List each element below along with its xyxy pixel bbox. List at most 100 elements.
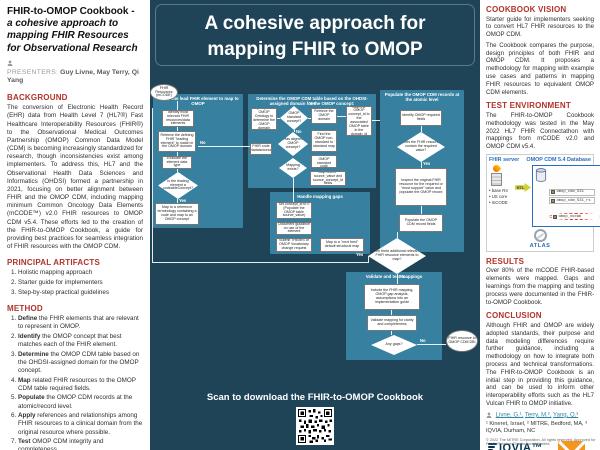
affiliations: ¹ Kineret, Israel, ² MITRE, Bedford, MA,… [486,421,588,435]
poster-header: A cohesive approach for mapping FHIR to … [155,4,475,66]
fhir-server-item: base R4 [489,188,515,194]
flow-node: Retrieve the OMOP domain [311,108,337,124]
flow-node: Inspect the original FHIR resource for t… [395,168,447,206]
flow-connector [308,118,311,119]
database-icon [535,168,547,182]
fhir-flame-icon [491,163,502,174]
flow-connector [294,130,295,132]
flow-connector [421,162,422,168]
artifacts-heading: PRINCIPAL ARTIFACTS [7,258,100,268]
poster-title-main: FHIR-to-OMOP Cookbook - [7,6,135,17]
person-icon [7,60,13,66]
left-column: FHIR-to-OMOP Cookbook - a cohesive appro… [0,0,150,450]
test-env-body: The FHIR-to-OMOP Cookbook methodology wa… [486,111,594,151]
flow-connector [293,178,294,202]
method-heading: METHOD [7,303,43,313]
artifact-item: Holistic mapping approach [18,269,143,277]
vocab-highlight: omop_vocab [549,213,600,221]
fhir-server-label: FHIR server [489,156,520,163]
schema-row: omop_cdm_531 [549,188,595,196]
test-env-heading: TEST ENVIRONMENT [486,101,571,111]
right-column: COOKBOOK VISION Starter guide for implem… [480,0,600,450]
presenters-label: PRESENTERS: [7,68,59,76]
ohdsi-logo: OHDSI [548,440,594,450]
scan-cta: Scan to download the FHIR-to-OMOP Cookbo… [206,392,424,403]
flow-node: Retrieve the defining FHIR "leading elem… [158,131,196,152]
presenters-names: Guy Livne, May Terry, Qi Yang [7,68,139,85]
fhir-server-stack: base R4 US core mCODE [489,163,515,206]
table-icon [551,198,555,203]
flow-node: Find the OMOP non-standard to standard m… [311,130,337,152]
server-icon [491,172,502,186]
flow-node: Validate mapping for clarity and complet… [367,315,417,331]
results-heading: RESULTS [486,256,525,266]
flow-decision: Mapping exists? [279,158,307,178]
table-icon [551,190,555,195]
artifact-item: Step-by-step practical guidelines [18,289,143,297]
flow-terminator-start: FHIR Resources (mCODE) [150,84,178,101]
flow-connector [177,152,178,156]
author-link[interactable]: Yang, Q.³ [553,412,579,419]
flow-branch-label: No [296,129,302,134]
omop-database-box: omop_cdm_531 omop_cdm_531_rs omop_vocab [532,164,600,227]
flowchart: Define the lead FHIR element to map to O… [150,0,480,450]
flow-node: Submit THEMIS or OMOP Vocabulary change … [276,238,312,252]
copyright-line: © 2022 The MITRE Corporation. All rights… [486,437,596,447]
flow-node: Identify OMOP required fields [400,110,442,126]
flow-connector [397,232,398,238]
method-item: Populate the OMOP CDM records at the ato… [18,394,143,410]
flow-node: FHIR code metadata/concept [250,143,272,155]
table-icon [553,214,557,219]
flow-branch-label: Yes [179,198,187,203]
flow-connector [391,310,392,315]
flow-branch-label: No [420,338,426,343]
fhir-server-item: US core [489,194,515,200]
flow-connector [198,146,253,147]
flow-node: Map the OMOP concept_id to the associate… [346,106,372,136]
atlas-block: ATLAS [489,228,591,249]
vision-paragraph-2: The Cookbook compares the purpose, desig… [486,41,594,96]
flow-node: Map to a reference terminology containin… [155,203,199,225]
flow-node: Map to a "next best" default structural … [320,238,364,252]
flow-connector [177,169,178,172]
flow-connector [277,118,280,119]
flow-connector [391,331,392,335]
method-item: Test OMOP CDM integrity and completeness… [18,438,143,450]
flow-decision: Any gaps? [371,335,417,355]
person-icon [486,412,492,418]
flow-connector [417,344,446,345]
flow-connector [337,116,346,117]
conclusion-heading: CONCLUSION [486,311,542,321]
flow-node: Set concept_id to 0 (Populate the OMOP t… [276,202,312,219]
flow-connector [421,206,422,214]
results-body: Over 80% of the mCODE FHIR-based element… [486,267,594,306]
etl-arrow: ETL [515,182,531,192]
flow-connector [177,101,178,110]
flow-node: Query the OMOP Ontology to determine the… [251,108,277,130]
artifact-item: Starter guide for implementers [18,279,143,287]
method-list: Define the FHIR elements that are releva… [7,315,143,450]
flow-branch-label: Yes [423,161,431,166]
schema-row: omop_cdm_531_rs [549,197,595,205]
method-item: Map related FHIR resources to the OMOP C… [18,377,143,393]
flow-connector [368,256,369,263]
method-item: Identify the OMOP concept that best matc… [18,333,143,349]
flow-connector [372,120,380,121]
omop-db-label: OMOP CDM 5.4 Database [526,156,591,163]
header-line-2: mapping FHIR to OMOP [207,38,423,60]
atlas-logo-icon [533,228,547,242]
flow-node: Identify most relevant FHIR resources/da… [162,110,194,127]
header-line-1: A cohesive approach for [204,13,426,34]
author-link[interactable]: Terry, M.², [524,412,552,419]
flow-node: Populate the OMOP CDM record fields [399,214,443,232]
background-heading: BACKGROUND [7,93,68,103]
flow-node: Retrieve the OMOP standard code [311,155,337,168]
method-item: Define the FHIR elements that are releva… [18,315,143,331]
author-link[interactable]: Livne, G.¹, [495,412,524,419]
presenters-block: PRESENTERS: Guy Livne, May Terry, Qi Yan… [7,60,143,86]
flow-connector [177,127,178,131]
test-env-diagram: FHIR server OMOP CDM 5.4 Database base R… [486,153,600,252]
fhir-server-item: mCODE [489,200,515,206]
conclusion-body: Although FHIR and OMOP are widely adopte… [486,321,594,407]
flow-branch-label: No [200,140,206,145]
